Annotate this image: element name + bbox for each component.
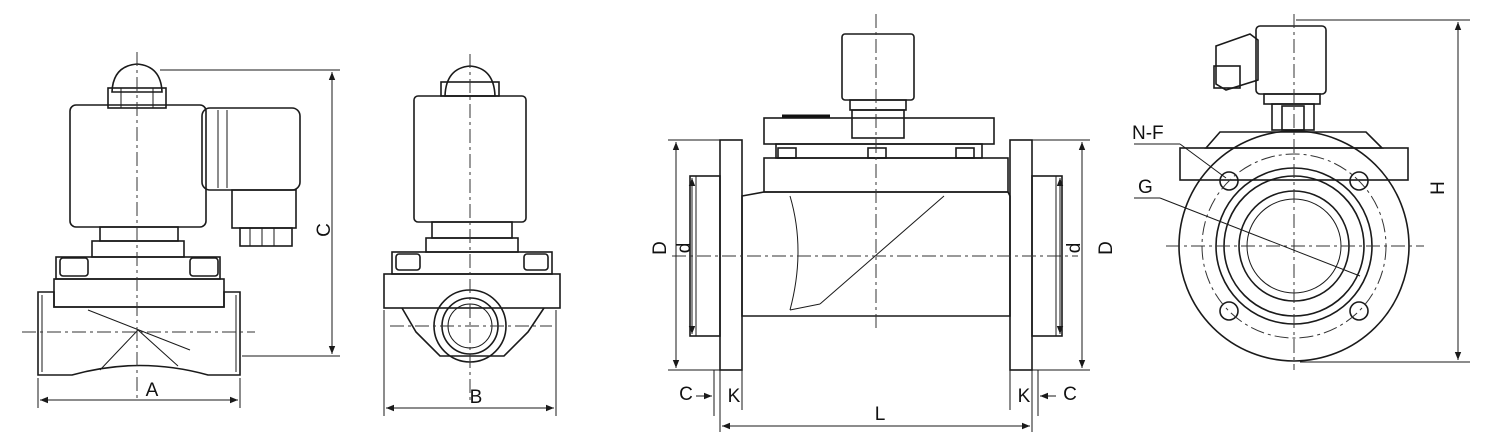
threaded-valve-side-view — [383, 54, 561, 400]
dimension-l: L — [719, 404, 1033, 432]
dimension-c-k-right: K C — [1009, 370, 1077, 416]
label-c-flange-left: C — [679, 384, 693, 405]
label-d-inner-left: d — [674, 243, 695, 254]
dimension-c-threaded: C — [160, 69, 340, 357]
dimension-d-right: D d — [1032, 139, 1117, 371]
label-l: L — [875, 404, 886, 425]
label-c-flange-right: C — [1063, 384, 1077, 405]
flanged-valve-side-view — [1166, 14, 1424, 370]
flanged-valve-front-view — [672, 14, 1078, 371]
dimension-h: H — [1296, 19, 1470, 363]
label-k-left: K — [728, 386, 741, 407]
label-d-inner-right: d — [1064, 243, 1085, 254]
dimension-d-left: D d — [650, 139, 720, 371]
label-d-outer-right: D — [1096, 241, 1117, 255]
label-c-threaded: C — [314, 223, 335, 237]
dimension-a: A — [37, 378, 241, 408]
leader-n-f: N-F — [1132, 123, 1227, 179]
label-g: G — [1138, 177, 1153, 198]
label-b: B — [470, 387, 483, 408]
dimension-c-k-left: C K — [679, 370, 743, 416]
label-n-f: N-F — [1132, 123, 1164, 144]
label-h: H — [1428, 181, 1449, 195]
leader-g: G — [1134, 177, 1361, 277]
label-a: A — [146, 380, 159, 401]
label-d-outer-left: D — [650, 241, 671, 255]
dimension-b: B — [383, 310, 557, 416]
threaded-valve-front-view — [22, 52, 301, 400]
label-k-right: K — [1018, 386, 1031, 407]
